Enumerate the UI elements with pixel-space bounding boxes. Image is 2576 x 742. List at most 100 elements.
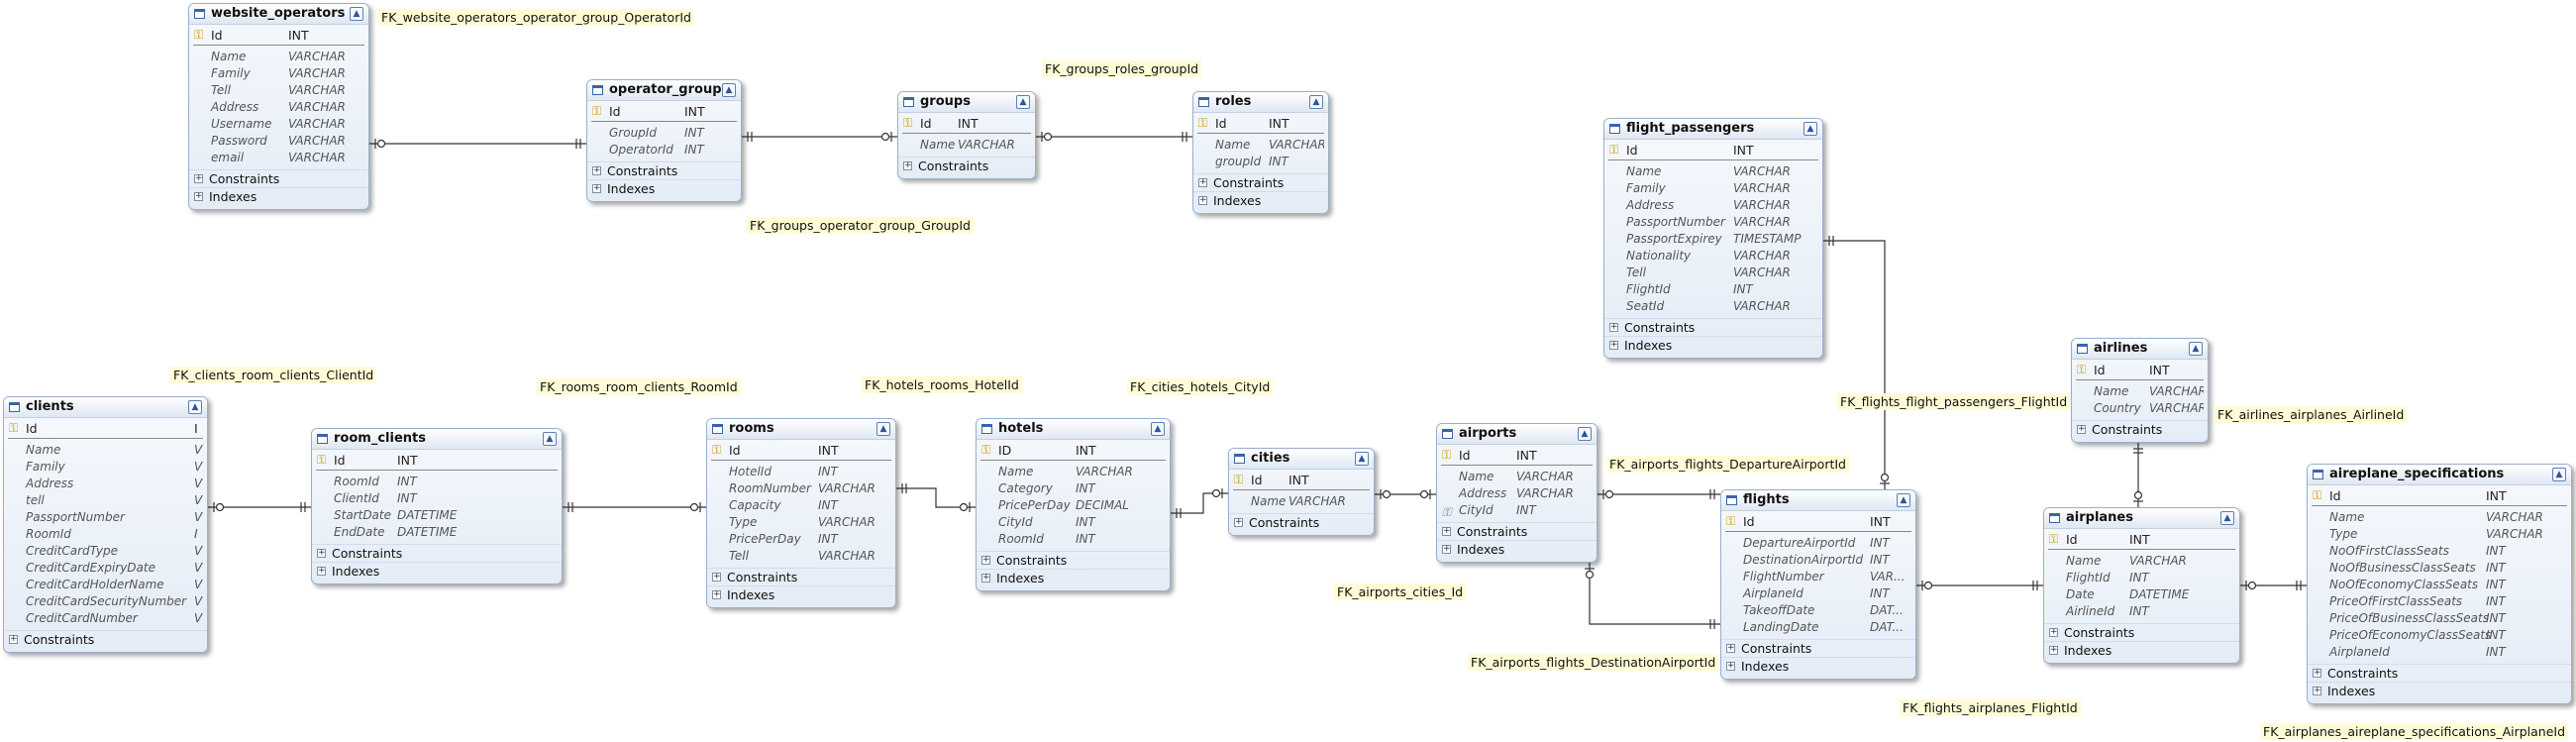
section-indexes[interactable]: +Indexes xyxy=(2044,641,2239,659)
section-indexes[interactable]: +Indexes xyxy=(1437,540,1597,558)
expand-plus-icon[interactable]: + xyxy=(1198,195,1207,205)
table-header[interactable]: roles▲ xyxy=(1193,92,1328,113)
table-header[interactable]: website_operators▲ xyxy=(189,4,368,25)
section-constraints[interactable]: +Constraints xyxy=(4,630,207,648)
fk-label[interactable]: FK_airlines_airplanes_AirlineId xyxy=(2215,406,2408,423)
section-indexes[interactable]: +Indexes xyxy=(977,569,1170,586)
fk-label[interactable]: FK_hotels_rooms_HotelId xyxy=(862,376,1022,393)
section-indexes[interactable]: +Indexes xyxy=(2308,682,2571,699)
fk-label[interactable]: FK_flights_flight_passengers_FlightId xyxy=(1837,393,2071,410)
section-indexes[interactable]: +Indexes xyxy=(1721,657,1915,675)
expand-plus-icon[interactable]: + xyxy=(592,183,601,193)
fk-label[interactable]: FK_website_operators_operator_group_Oper… xyxy=(378,9,694,26)
relationship-line[interactable] xyxy=(1171,492,1228,514)
collapse-chevron-icon[interactable]: ▲ xyxy=(350,7,363,21)
table-header[interactable]: flights▲ xyxy=(1721,490,1915,511)
expand-plus-icon[interactable]: + xyxy=(712,589,721,599)
collapse-chevron-icon[interactable]: ▲ xyxy=(1897,493,1910,507)
section-constraints[interactable]: +Constraints xyxy=(1229,513,1374,531)
relationship-line[interactable] xyxy=(1823,240,1886,489)
table-header[interactable]: rooms▲ xyxy=(707,419,895,440)
fk-label[interactable]: FK_groups_operator_group_GroupId xyxy=(747,217,974,234)
collapse-chevron-icon[interactable]: ▲ xyxy=(1355,452,1369,466)
relationship-line[interactable] xyxy=(1589,563,1720,625)
collapse-chevron-icon[interactable]: ▲ xyxy=(188,400,202,414)
fk-label[interactable]: FK_airports_flights_DestinationAirportId xyxy=(1468,654,1719,671)
collapse-chevron-icon[interactable]: ▲ xyxy=(722,83,736,97)
table-header[interactable]: airplanes▲ xyxy=(2044,508,2239,529)
section-constraints[interactable]: +Constraints xyxy=(2044,623,2239,641)
section-constraints[interactable]: +Constraints xyxy=(2072,420,2208,438)
section-constraints[interactable]: +Constraints xyxy=(189,169,368,187)
collapse-chevron-icon[interactable]: ▲ xyxy=(543,432,557,446)
expand-plus-icon[interactable]: + xyxy=(1198,177,1207,187)
expand-plus-icon[interactable]: + xyxy=(981,573,990,583)
fk-label[interactable]: FK_airports_cities_Id xyxy=(1334,583,1467,600)
section-constraints[interactable]: +Constraints xyxy=(1193,173,1328,191)
collapse-chevron-icon[interactable]: ▲ xyxy=(1803,122,1817,136)
expand-plus-icon[interactable]: + xyxy=(2049,645,2058,655)
collapse-chevron-icon[interactable]: ▲ xyxy=(876,422,890,436)
table-header[interactable]: hotels▲ xyxy=(977,419,1170,440)
fk-label[interactable]: FK_clients_room_clients_ClientId xyxy=(170,367,377,383)
fk-label[interactable]: FK_cities_hotels_CityId xyxy=(1127,378,1274,395)
table-header[interactable]: groups▲ xyxy=(898,92,1035,113)
collapse-chevron-icon[interactable]: ▲ xyxy=(2189,342,2203,356)
fk-label[interactable]: FK_airports_flights_DepartureAirportId xyxy=(1606,456,1849,473)
collapse-chevron-icon[interactable]: ▲ xyxy=(2552,468,2566,481)
section-constraints[interactable]: +Constraints xyxy=(977,551,1170,569)
section-indexes[interactable]: +Indexes xyxy=(587,179,741,197)
